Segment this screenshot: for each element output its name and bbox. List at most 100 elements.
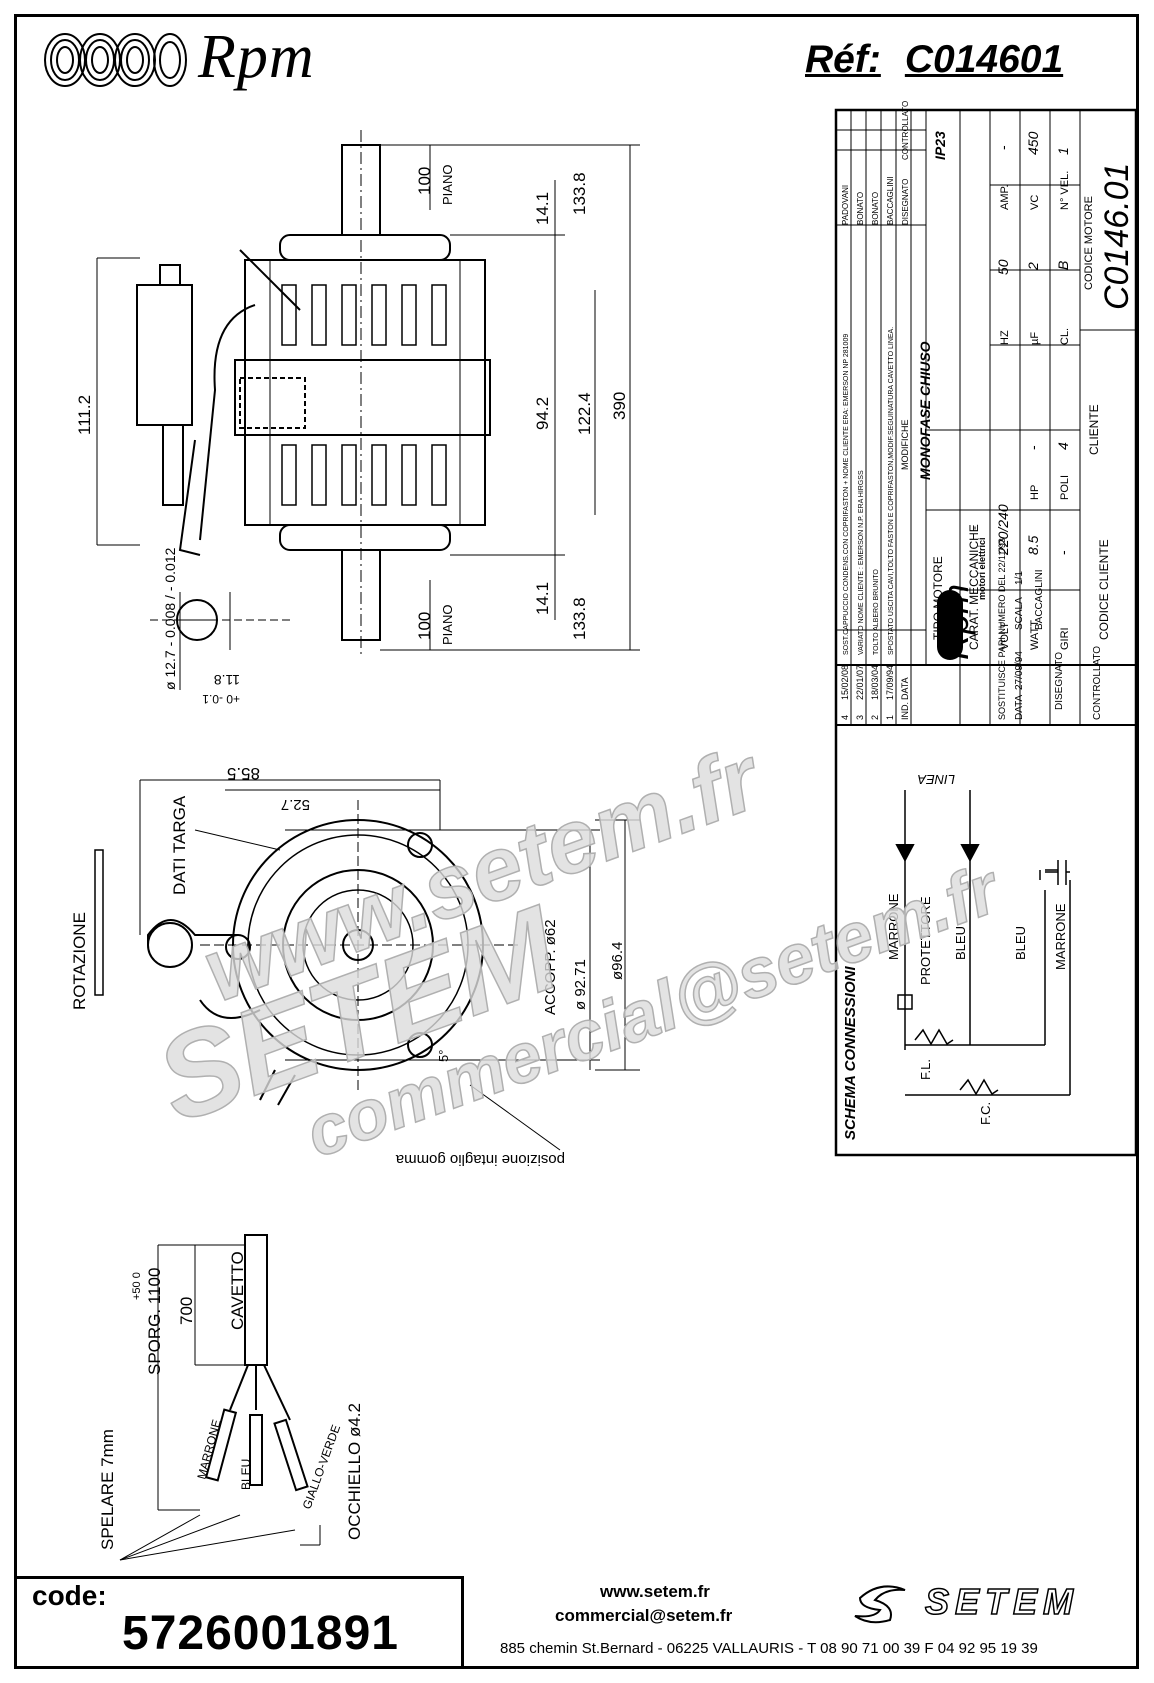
dim-100-bottom: 100 [415,612,434,640]
codice-motore-label: CODICE MOTORE [1083,196,1095,290]
dim-94: 94.2 [533,397,552,430]
cable-bleu: BLEU [239,1459,253,1490]
accopp-label: ACCOPP. ø62 [542,919,559,1015]
dim-14-top: 14.1 [533,192,552,225]
nvel-label: N° VEL. [1059,171,1071,210]
controllato-label: CONTROLLATO [1092,646,1103,720]
rev-date-2: 18/03/04 [870,665,880,700]
data-label: DATA [1014,694,1025,720]
uf-value: 2 [1025,262,1041,271]
rev-head-date: DATA [900,677,910,700]
cliente-label: CLIENTE [1087,404,1101,455]
rev-desc-4: SOST.CAPPUCCIO CONDENS.CON COPRIFASTON +… [843,334,850,655]
hz-value: 50 [995,259,1011,275]
website-link[interactable]: www.setem.fr [600,1582,710,1601]
rev-head-desc: MODIFICHE [900,420,910,471]
contact-block: www.setem.fr commercial@setem.fr [555,1580,915,1628]
rev-ind-1: 1 [885,715,895,720]
dim-piano-top: PIANO [440,165,455,205]
rev-by-1: BACCAGLINI [886,177,895,225]
ref-label: Réf: [805,38,881,81]
rev-ind-4: 4 [840,715,850,720]
dim-52: 52.7 [281,796,310,813]
dia-92: ø 92.71 [572,959,589,1010]
codice-motore: C0146.01 [1098,163,1136,310]
schema-marrone2: MARRONE [1053,903,1068,970]
brand-logo-text: Rpm [198,23,315,91]
dim-390: 390 [610,392,629,420]
schema-title: SCHEMA CONNESSIONI [842,966,859,1140]
setem-logo-text: SETEM [924,1580,1080,1623]
spelare-label: SPELARE 7mm [98,1429,117,1550]
scala-label: SCALA [1014,597,1025,630]
scala-value: 1/1 [1014,571,1025,585]
shaft-diameter: ø 12.7 - 0.008 / - 0.012 [162,547,178,690]
occhiello-label: OCCHIELLO ø4.2 [345,1403,364,1540]
tipo-motore: MONOFASE CHIUSO [917,341,933,480]
dim-700: 700 [177,1297,196,1325]
fc-label: F.C. [978,1102,993,1125]
nvel-value: 1 [1055,147,1071,155]
watt-value: 8.5 [1025,535,1041,555]
rev-desc-1: SPOSTATO USCITA CAVI,TOLTO FASTON E COPR… [888,327,895,655]
disegnato-label: DISEGNATO [1054,652,1065,710]
giri-value: - [1055,550,1071,555]
gomma-label: posizione intaglio gomma [395,1151,565,1168]
code-label: code: [32,1580,107,1611]
rev-ind-3: 3 [855,715,865,720]
dim-122: 122.4 [575,392,594,435]
rev-head-ind: IND. [900,702,910,720]
rpm-coil-icon [937,590,963,660]
watt-label: WATT [1029,620,1041,650]
schema-marrone: MARRONE [886,893,901,960]
poli-label: POLI [1059,475,1071,500]
code-box [14,1576,464,1669]
motor-body [244,259,486,526]
rev-desc-2: TOLTO ALBERO BRUNITO [873,569,880,655]
dim-133-bottom: 133.8 [570,597,589,640]
hz-label: HZ [999,330,1011,345]
rev-head-contr: CONTROLLATO [901,101,910,160]
amp-value: - [995,145,1011,150]
flat-dim: 11.8 [214,672,240,688]
cl-value: B [1055,261,1071,270]
volt-value: 220/240 [995,504,1011,556]
drawing-frame [14,14,1139,1669]
dia-96: ø96.4 [609,942,626,980]
rev-date-1: 17/09/94 [885,665,895,700]
rpm-sub: motori elettrici [977,537,987,600]
dim-14-bottom: 14.1 [533,582,552,615]
rev-by-2: BONATO [871,192,880,225]
code-value: 5726001891 [122,1607,399,1660]
email-link[interactable]: commercial@setem.fr [555,1606,733,1625]
rev-by-4: PADOVANI [841,185,850,225]
disegnato-value: BACCAGLINI [1034,569,1045,630]
rev-head-dis: DISEGNATO [901,179,910,225]
sporg-tol: +50 0 [131,1272,143,1300]
angle-5: 5° [436,1050,451,1062]
cl-label: CL. [1059,328,1071,345]
cavetto-label: CAVETTO [228,1251,247,1330]
schema-bleu2: BLEU [1013,926,1028,960]
codice-cliente-label: CODICE CLIENTE [1097,539,1111,640]
sporg-label: SPORG. 1100 [145,1268,164,1375]
linea-label: LINEA [917,772,955,787]
rotation-label: ROTAZIONE [70,912,89,1010]
setem-swirl-icon [854,1585,906,1624]
dati-targa-label: DATI TARGA [170,795,189,895]
data-value: 27/09/94 [1014,651,1025,690]
volt-label: VOLT [999,622,1011,650]
rev-date-4: 15/02/08 [840,665,850,700]
dim-piano-bottom: PIANO [440,605,455,645]
address-line: 885 chemin St.Bernard - 06225 VALLAURIS … [500,1640,1038,1657]
rev-by-3: BONATO [856,192,865,225]
dim-133-top: 133.8 [570,172,589,215]
reference: Réf:C014601 [805,38,1087,82]
protettore-label: PROTETTORE [918,896,933,985]
giri-label: GIRI [1059,627,1071,650]
carat-value: - [967,526,981,530]
amp-label: AMP. [999,185,1011,210]
ip-rating: IP23 [932,131,948,160]
title-block [834,108,1138,1157]
